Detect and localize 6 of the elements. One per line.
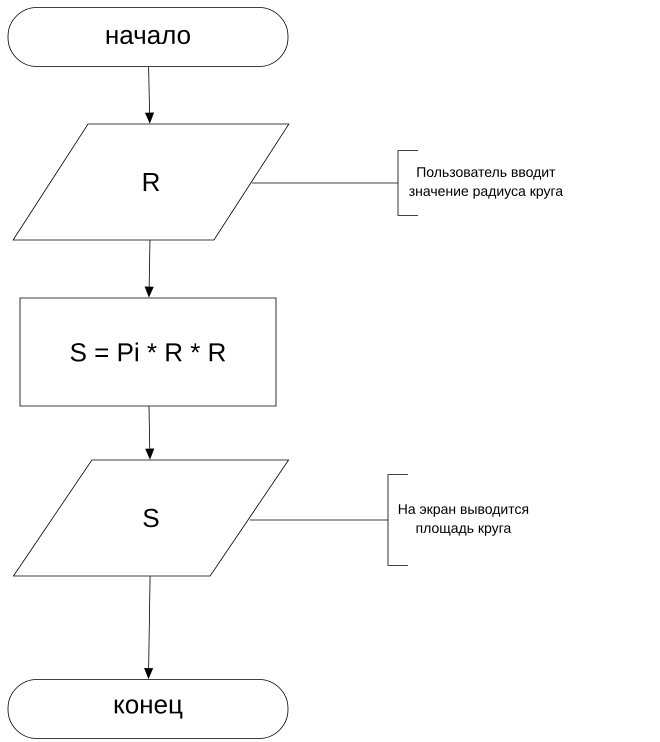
end-terminator: конец [8, 679, 288, 739]
start-terminator: начало [8, 7, 288, 67]
leader-line [252, 182, 398, 184]
comment-bracket: На экран выводится площадь круга [388, 474, 528, 566]
process-box: S = Pi * R * R [20, 298, 276, 406]
comment-bracket: Пользователь вводит значение радиуса круга [398, 150, 564, 216]
